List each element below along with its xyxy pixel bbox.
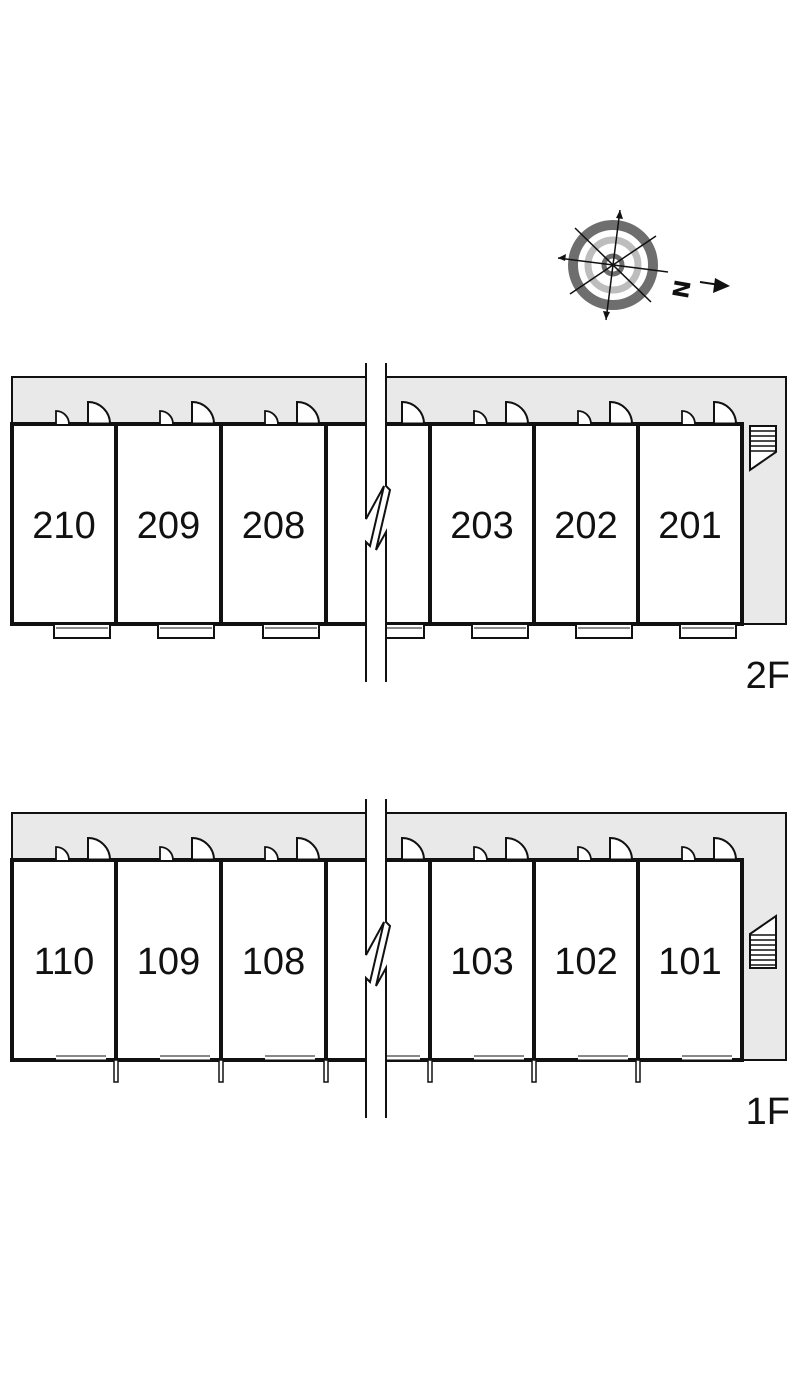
unit-number-label: 109 [137,941,200,983]
unit-number-label: 108 [242,941,305,983]
floor-2f: 210 209 208 203 202 201 2F [10,363,790,697]
meter-box-door-icon [577,410,592,425]
compass-rose-icon: N [557,209,730,321]
entry-door-icon [87,836,111,861]
break-line [375,799,392,1118]
entry-door-icon [401,400,425,425]
entry-door-icon [609,836,633,861]
entry-door-icon [191,400,215,425]
meter-box-door-icon [55,410,70,425]
unit-number-label: 202 [554,505,617,547]
entry-door-icon [296,836,320,861]
entry-door-icon [505,400,529,425]
partition-wall [427,1059,433,1083]
entry-door-icon [609,400,633,425]
unit-room [636,858,744,1062]
balcony [679,623,737,639]
partition-wall [218,1059,224,1083]
meter-box-door-icon [159,410,174,425]
meter-box-door-icon [681,410,696,425]
entry-door-icon [87,400,111,425]
unit-room [532,858,640,1062]
meter-box-door-icon [681,846,696,861]
balcony [575,623,633,639]
balcony [157,623,215,639]
unit-room [10,422,118,626]
unit-room [219,858,328,1062]
entry-door-icon [401,836,425,861]
partition-wall [531,1059,537,1083]
unit-number-label: 103 [450,941,513,983]
meter-box-door-icon [264,410,279,425]
balcony [262,623,320,639]
balcony [471,623,529,639]
entry-door-icon [191,836,215,861]
meter-box-door-icon [473,410,488,425]
break-line [375,363,392,682]
compass-north-label: N [666,278,694,300]
unit-number-label: 110 [34,941,95,983]
entry-door-icon [296,400,320,425]
floor-1f: 110 109 108 103 102 101 1F [10,799,790,1133]
floor-label: 2F [746,655,790,697]
meter-box-door-icon [264,846,279,861]
partition-wall [113,1059,119,1083]
floor-label: 1F [746,1091,790,1133]
unit-number-label: 208 [242,505,305,547]
meter-box-door-icon [473,846,488,861]
unit-room [114,858,223,1062]
unit-number-label: 209 [137,505,200,547]
unit-number-label: 102 [554,941,617,983]
entry-door-icon [713,836,737,861]
partition-wall [635,1059,641,1083]
unit-room [114,422,223,626]
unit-number-label: 203 [450,505,513,547]
balcony [53,623,111,639]
unit-number-label: 101 [658,941,721,983]
break-line [365,799,385,1118]
entry-door-icon [713,400,737,425]
meter-box-door-icon [55,846,70,861]
entry-door-icon [505,836,529,861]
staircase-icon [749,914,777,969]
unit-number-label: 210 [32,505,95,547]
meter-box-door-icon [159,846,174,861]
unit-number-label: 201 [658,505,721,547]
break-line [365,363,385,682]
meter-box-door-icon [577,846,592,861]
unit-room [636,422,744,626]
partition-wall [323,1059,329,1083]
staircase-icon [749,425,777,472]
